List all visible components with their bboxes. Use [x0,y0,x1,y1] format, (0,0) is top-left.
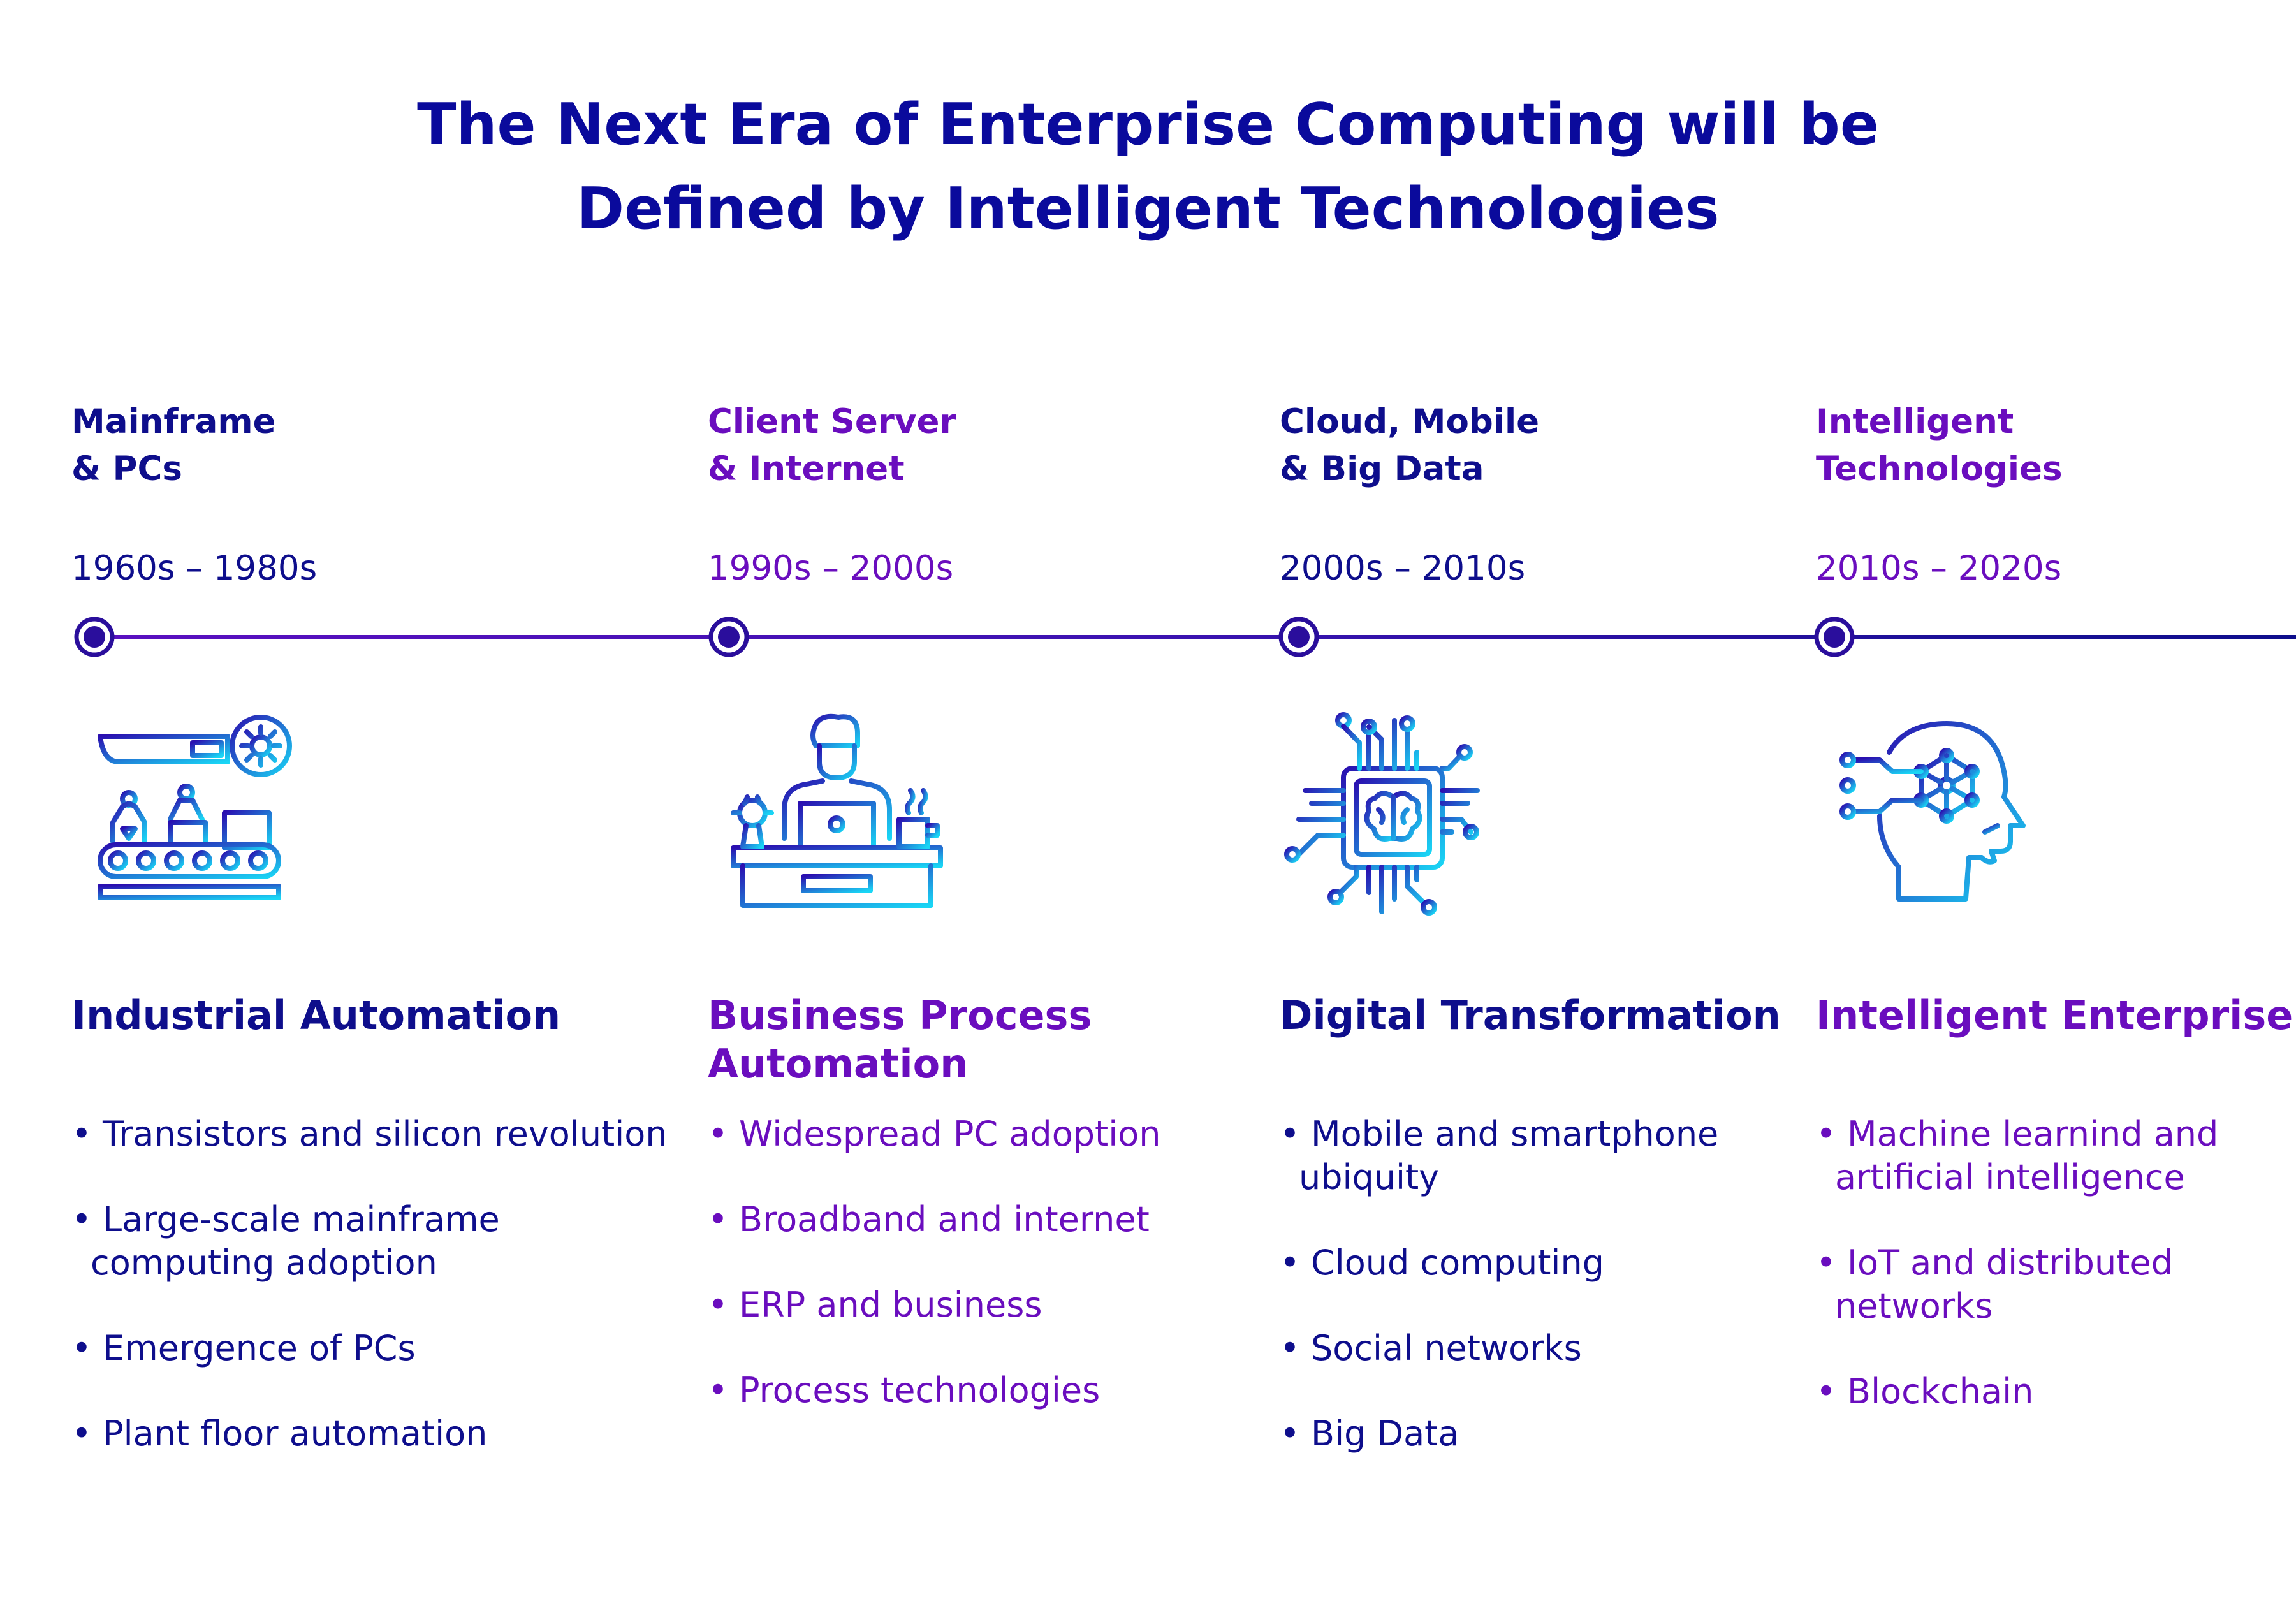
list-item: • ERP and business [708,1285,1042,1325]
timeline-marker-1 [74,617,115,657]
era-years: 1960s – 1980s [71,549,318,588]
era-name-line-1: Cloud, Mobile [1280,402,1540,441]
era-name: Client Server & Internet [708,398,1231,493]
timeline-marker-4 [1814,617,1855,657]
list-item: • Blockchain [1816,1371,2034,1412]
era-name-line-2: & PCs [71,449,182,488]
era-years: 1990s – 2000s [708,549,954,588]
ai-head-network-icon [1839,721,2026,902]
era-name-line-2: & Internet [708,449,905,488]
era-name: Intelligent Technologies [1816,398,2296,493]
list-item: • Plant floor automation [71,1413,488,1454]
era-name: Mainframe & PCs [71,398,594,493]
timeline-marker-2 [708,617,749,657]
heading-line-1: Intelligent Enterprise [1816,992,2293,1039]
heading-line-1: Business Process [708,992,1092,1039]
era-years: 2010s – 2020s [1816,549,2062,588]
era-name-line-1: Client Server [708,402,956,441]
era-heading: Intelligent Enterprise [1816,991,2296,1040]
brain-chip-icon [1284,712,1480,916]
era-heading: Digital Transformation [1280,991,1802,1040]
factory-automation-icon [98,715,292,900]
title-line-1: The Next Era of Enterprise Computing wil… [417,91,1879,158]
era-name-line-2: Technologies [1816,449,2063,488]
era-heading: Industrial Automation [71,991,594,1040]
era-name-line-1: Intelligent [1816,402,2014,441]
title-line-2: Defined by Intelligent Technologies [576,175,1720,242]
era-years: 2000s – 2010s [1280,549,1526,588]
list-item: • Cloud computing [1280,1243,1604,1283]
era-heading: Business Process Automation [708,991,1231,1088]
list-item: • Widespread PC adoption [708,1114,1161,1154]
heading-line-1: Industrial Automation [71,992,561,1039]
list-item: • Transistors and silicon revolution [71,1114,668,1154]
list-item: • Social networks [1280,1328,1582,1368]
timeline-line [94,635,2296,639]
list-item: • Process technologies [708,1370,1100,1410]
list-item: • Emergence of PCs [71,1328,416,1368]
page-title: The Next Era of Enterprise Computing wil… [0,83,2296,251]
timeline-marker-3 [1278,617,1319,657]
list-item: • Big Data [1280,1413,1459,1454]
list-item: • Broadband and internet [708,1199,1150,1239]
bullet-list: • Transistors and silicon revolution • L… [71,1113,668,1498]
bullet-list: • Widespread PC adoption • Broadband and… [708,1113,1237,1454]
era-name-line-1: Mainframe [71,402,276,441]
era-name: Cloud, Mobile & Big Data [1280,398,1802,493]
heading-line-2: Automation [708,1040,969,1087]
heading-line-1: Digital Transformation [1280,992,1781,1039]
timeline [74,617,2296,657]
office-worker-laptop-icon [731,713,943,908]
era-name-line-2: & Big Data [1280,449,1484,488]
